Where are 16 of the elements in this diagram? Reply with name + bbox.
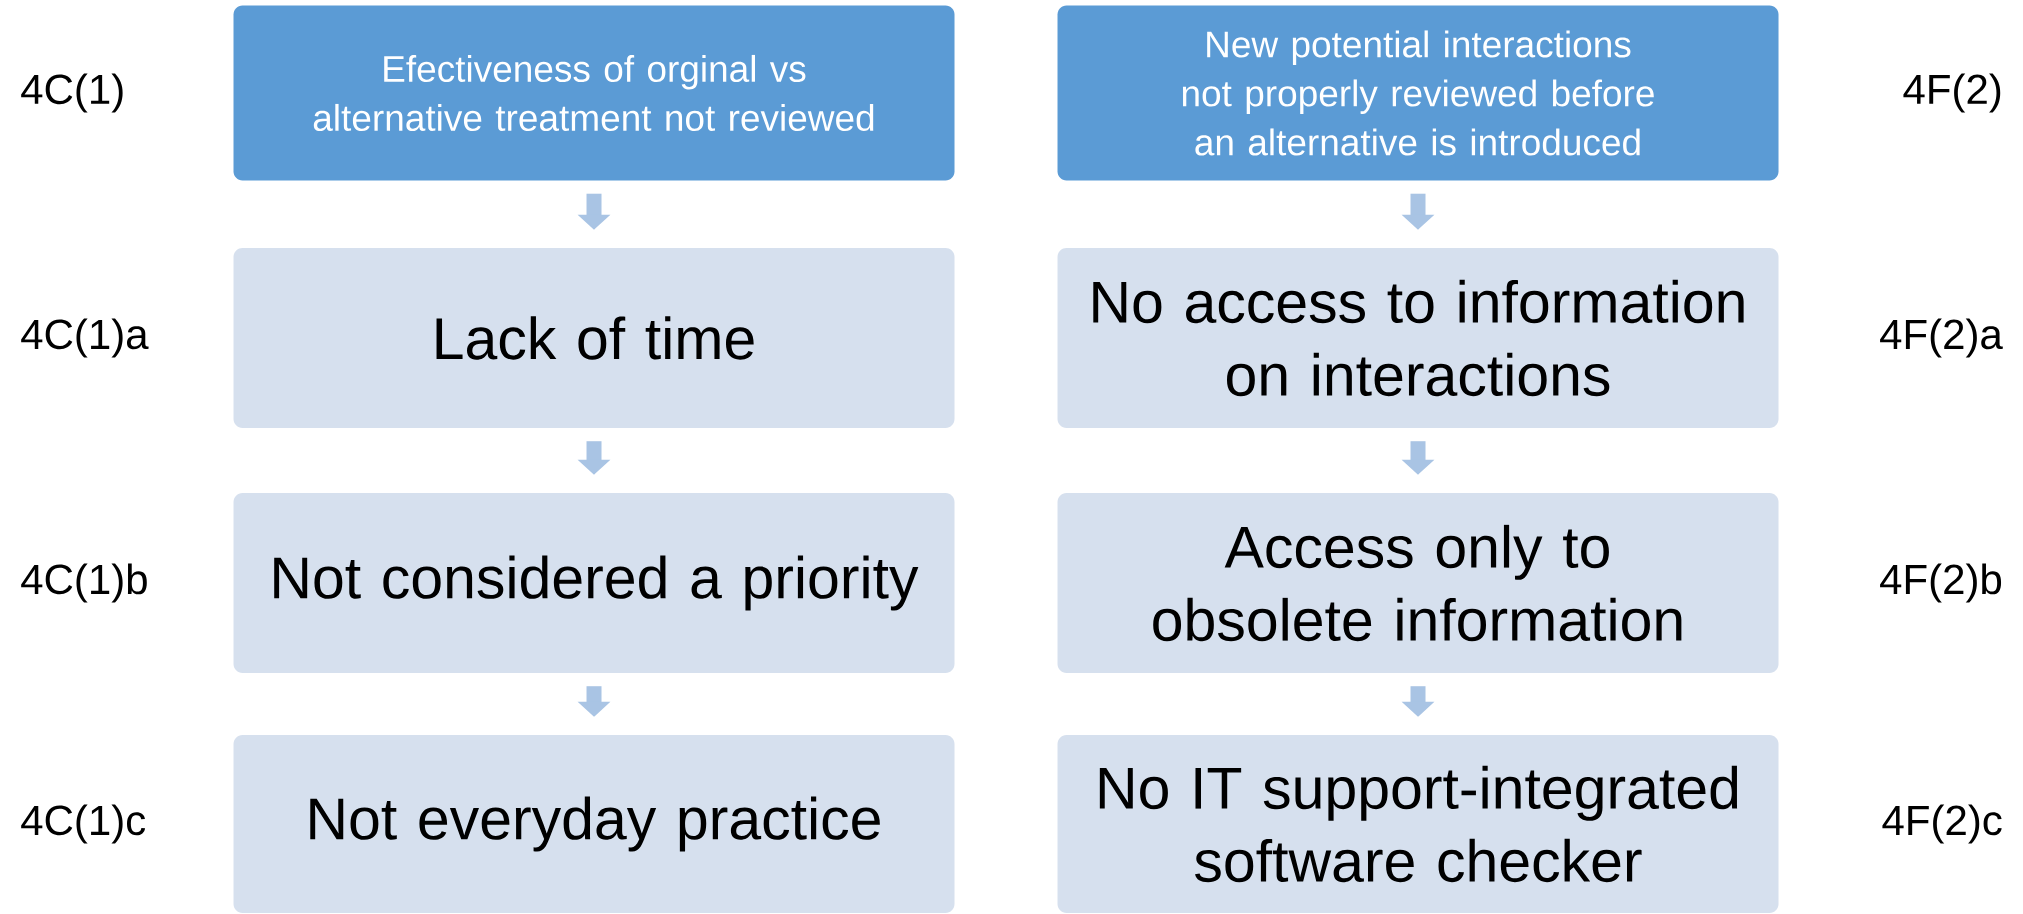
side-label: 4F(2)b — [1880, 563, 2002, 603]
cause-box: Not considered a priority — [233, 493, 955, 673]
cause-box: Not everyday practice — [233, 735, 955, 913]
side-label: 4C(1)a — [21, 318, 149, 358]
side-label: 4C(1)b — [21, 563, 147, 603]
side-label: 4F(2)c — [1882, 804, 2002, 844]
cause-box: No access to information on interactions — [1057, 248, 1779, 428]
side-label: 4F(2)a — [1880, 318, 2003, 358]
cause-box: Lack of time — [233, 248, 955, 428]
cause-box: No IT support-integrated software checker — [1057, 735, 1779, 913]
heading-box: New potential interactions not properly reviewed before an alternative is introduced — [1057, 5, 1779, 181]
cause-box: Access only to obsolete information — [1057, 493, 1779, 673]
side-label: 4C(1)c — [21, 804, 146, 844]
side-label: 4C(1) — [21, 73, 123, 113]
heading-box: Efectiveness of orginal vs alternative treatment not reviewed — [233, 5, 955, 181]
side-label: 4F(2) — [1903, 73, 2001, 113]
